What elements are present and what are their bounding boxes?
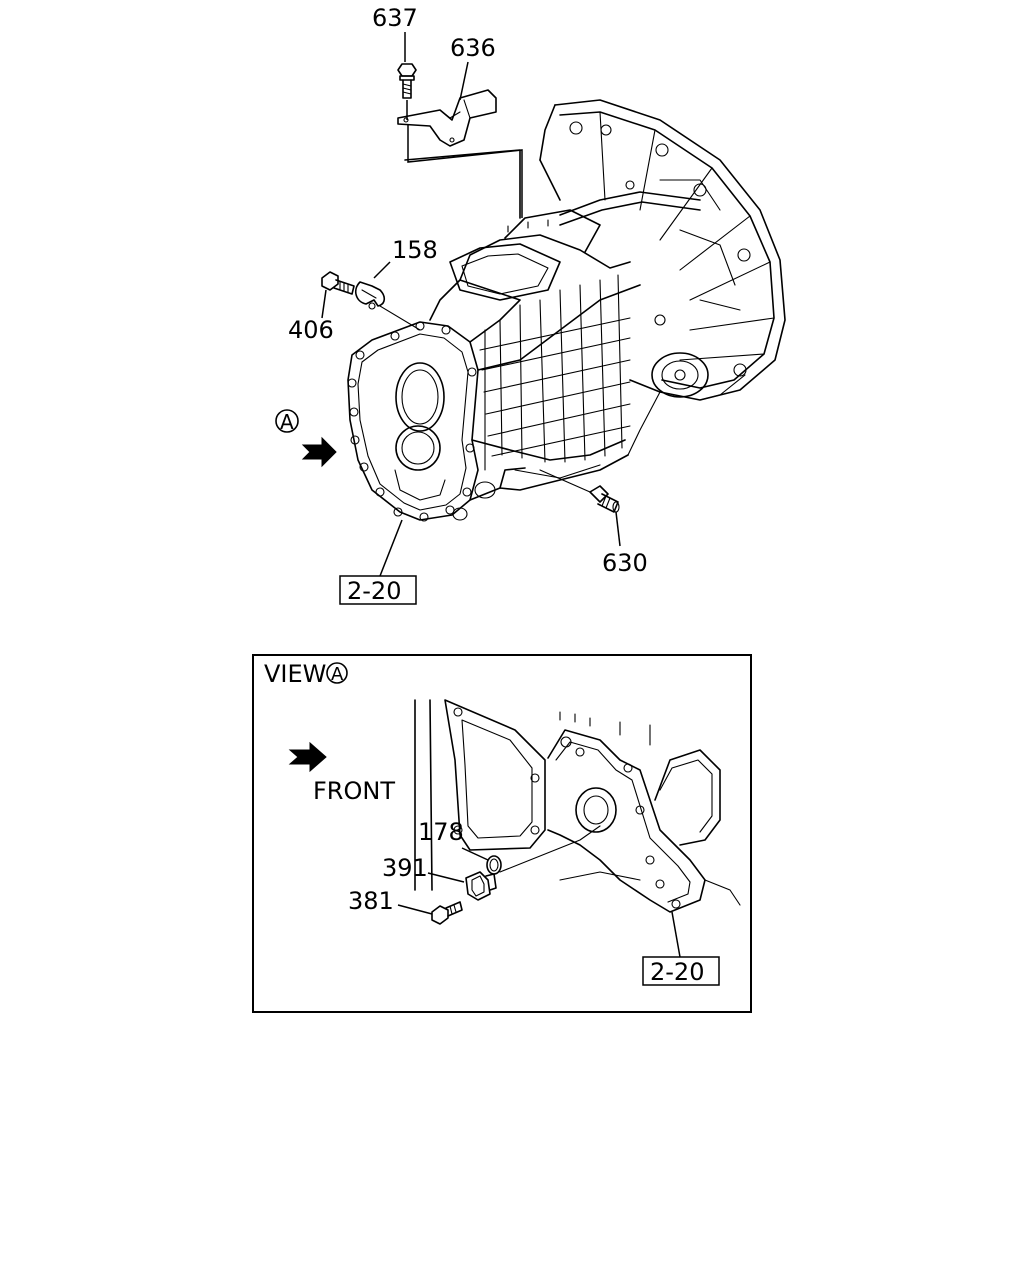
leader-178: [461, 847, 489, 861]
bolt-406: [321, 271, 355, 295]
ref-box-main: [339, 575, 417, 605]
view-a-marker-letter: A: [280, 410, 294, 434]
part-number-178: 178: [418, 818, 464, 846]
part-number-406: 406: [288, 316, 334, 344]
part-number-636: 636: [450, 34, 496, 62]
leader-158: [373, 261, 391, 279]
leader-381: [397, 904, 433, 915]
switch-630: [589, 485, 620, 513]
bracket-636: [397, 89, 497, 147]
part-number-391: 391: [382, 854, 428, 882]
ref-box-view: [642, 956, 720, 986]
view-a-housing-illustration: [414, 699, 741, 913]
direction-arrow: [301, 436, 337, 468]
ref-view: 2-20: [650, 958, 704, 986]
leader-ref-main: [379, 519, 403, 577]
view-a-panel-frame: [252, 654, 752, 1013]
bolt-381: [431, 901, 463, 925]
leader-391: [427, 872, 465, 883]
leader-636: [459, 61, 469, 101]
part-number-381: 381: [348, 887, 394, 915]
transmission-housing-illustration: [347, 99, 786, 522]
part-number-630: 630: [602, 549, 648, 577]
leader-406: [321, 289, 327, 319]
leader-630-axis: [539, 469, 591, 493]
leader-158-axis: [379, 305, 421, 331]
o-ring-178: [486, 855, 502, 875]
part-number-637: 637: [372, 4, 418, 32]
leader-636-mount: [407, 124, 523, 218]
leader-178-axis: [499, 825, 601, 873]
view-a-marker: A: [275, 409, 299, 434]
plug-391: [465, 871, 497, 901]
view-a-title-marker-letter: A: [331, 664, 344, 685]
ref-main: 2-20: [347, 577, 401, 605]
clip-158: [354, 281, 386, 310]
leader-ref-view: [671, 911, 681, 958]
bolt-637: [397, 63, 417, 99]
view-a-title-marker: A: [326, 662, 348, 685]
view-a-title: VIEW: [264, 660, 326, 688]
front-label: FRONT: [313, 777, 395, 805]
part-number-158: 158: [392, 236, 438, 264]
leader-630: [615, 511, 621, 547]
front-arrow: [288, 741, 327, 773]
